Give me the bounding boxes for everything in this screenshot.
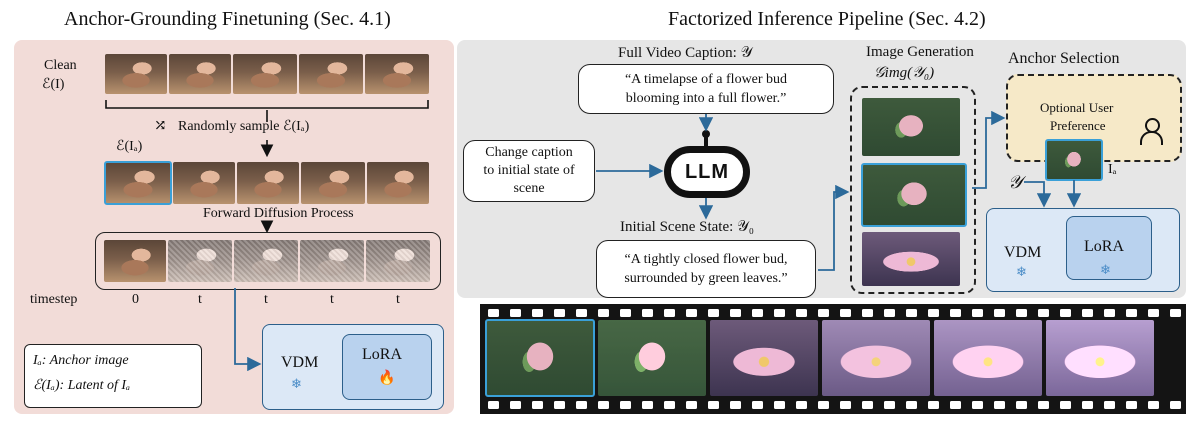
legend-latent: ℰ(Iₐ): Latent of Iₐ (33, 378, 131, 393)
timestep-value-5: t (396, 292, 400, 307)
user-icon (1140, 118, 1163, 145)
anchor-latent-frame (104, 161, 172, 205)
clean-frame-3 (233, 54, 297, 94)
to-left-vdm-arrow (234, 288, 262, 372)
left-lora-label: LoRA (362, 346, 402, 363)
output-frame-4 (822, 320, 930, 396)
timestep-value-3: t (264, 292, 268, 307)
selected-anchor-image (1045, 139, 1103, 181)
robot-icon: LLM (664, 146, 750, 198)
timestep-value-2: t (198, 292, 202, 307)
forward-diffusion-label: Forward Diffusion Process (203, 206, 354, 221)
output-frame-5 (934, 320, 1042, 396)
image-generation-label: Image Generation (866, 44, 974, 60)
clean-latent-label: ℰ(I) (42, 77, 65, 92)
timestep-value-4: t (330, 292, 334, 307)
robot-antenna-stem (704, 137, 708, 147)
sample-frame-4 (301, 162, 365, 204)
full-caption-box: “A timelapse of a flower bud blooming in… (578, 64, 834, 114)
generated-image-selected (861, 163, 967, 227)
full-caption-label: Full Video Caption: 𝒴 (618, 45, 753, 61)
output-frame-3 (710, 320, 818, 396)
initial-state-line-2: surrounded by green leaves.” (624, 271, 788, 286)
change-caption-box: Change caption to initial state of scene (463, 140, 595, 202)
random-sample-label: Randomly sample ℰ(Iₐ) (178, 119, 310, 134)
clean-frame-5 (365, 54, 429, 94)
legend-box (24, 344, 202, 408)
full-caption-line-2: blooming into a full flower.” (625, 91, 787, 106)
noisy-frame-3 (234, 240, 298, 282)
left-lora-box (342, 334, 432, 400)
noisy-frame-1 (104, 240, 166, 282)
change-caption-line-3: scene (513, 181, 545, 196)
llm-label: LLM (684, 160, 730, 183)
right-lora-box (1066, 216, 1152, 280)
clean-frame-4 (299, 54, 363, 94)
anchor-latent-label: ℰ(Iₐ) (116, 139, 143, 154)
snowflake-icon: ❄ (1100, 262, 1111, 277)
change-caption-line-1: Change caption (485, 145, 573, 160)
right-section-title: Factorized Inference Pipeline (Sec. 4.2) (668, 8, 986, 30)
output-frame-2 (598, 320, 706, 396)
noisy-frame-5 (366, 240, 430, 282)
shuffle-icon: ⤮ (154, 118, 167, 134)
sample-frame-3 (237, 162, 299, 204)
clean-label: Clean (44, 58, 77, 73)
initial-to-imagegen-arrow (818, 184, 850, 271)
snowflake-icon: ❄ (291, 376, 302, 391)
noisy-frame-4 (300, 240, 364, 282)
full-caption-line-1: “A timelapse of a flower bud (624, 72, 788, 87)
generated-image-3 (862, 232, 960, 286)
right-vdm-label: VDM (1004, 244, 1042, 261)
noisy-frame-2 (168, 240, 232, 282)
caption-y-label: 𝒴 (1008, 172, 1023, 192)
timestep-value-1: 0 (132, 292, 139, 307)
initial-state-line-1: “A tightly closed flower bud, (624, 252, 788, 267)
output-frame-1 (485, 319, 595, 397)
legend-anchor-image: Iₐ: Anchor image (33, 353, 129, 368)
clean-frame-2 (169, 54, 231, 94)
initial-state-box: “A tightly closed flower bud, surrounded… (596, 240, 816, 298)
clean-frame-1 (105, 54, 167, 94)
change-caption-line-2: to initial state of (483, 163, 575, 178)
user-preference-line-1: Optional User (1040, 100, 1114, 115)
generated-images-box (850, 86, 976, 294)
snowflake-icon: ❄ (1016, 264, 1027, 279)
timestep-label: timestep (30, 292, 78, 307)
sample-frame-5 (367, 162, 429, 204)
imagegen-to-selection-arrow (972, 110, 1006, 189)
output-frame-6 (1046, 320, 1154, 396)
fire-icon: 🔥 (378, 371, 396, 386)
user-preference-line-2: Preference (1050, 118, 1106, 133)
robot-antenna (702, 130, 710, 138)
right-lora-label: LoRA (1084, 238, 1124, 255)
sample-bracket (105, 100, 429, 109)
sample-frame-2 (173, 162, 235, 204)
generated-image-1 (862, 98, 960, 156)
left-section-title: Anchor-Grounding Finetuning (Sec. 4.1) (64, 8, 391, 30)
image-generation-function: 𝒢img(𝒴₀) (874, 65, 935, 81)
initial-state-label: Initial Scene State: 𝒴₀ (620, 219, 755, 235)
anchor-selection-label: Anchor Selection (1008, 50, 1120, 67)
anchor-image-label: Iₐ (1108, 162, 1117, 177)
left-vdm-label: VDM (281, 354, 319, 371)
caption-y-to-vdm-arrow (1024, 181, 1052, 208)
